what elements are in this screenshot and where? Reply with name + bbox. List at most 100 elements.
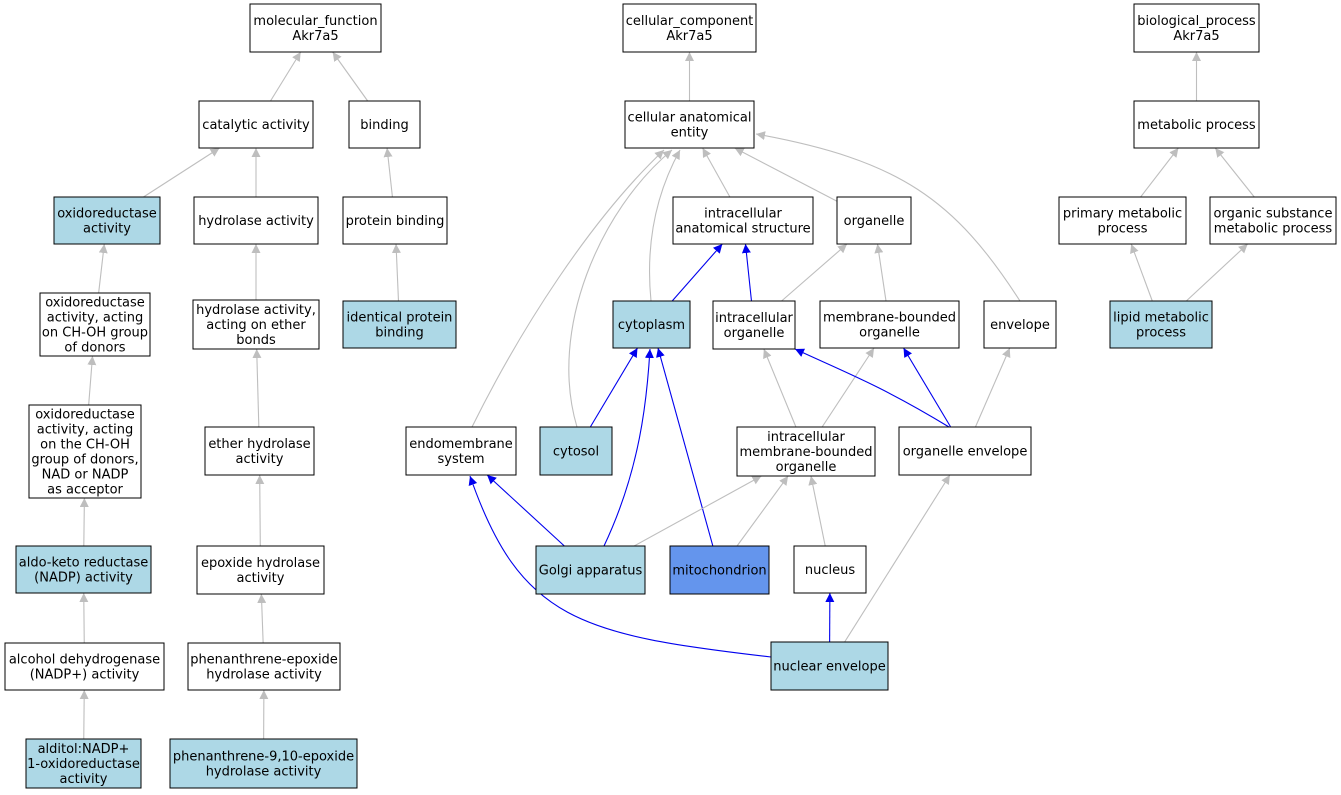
node-label-line: as acceptor bbox=[47, 483, 123, 498]
edge-is-a-imbo-to-mb_org bbox=[821, 347, 875, 428]
node-box bbox=[187, 642, 341, 691]
edge-is-a-ether_hyd-to-hyd_ether bbox=[252, 348, 262, 428]
go-term-node-metabolic[interactable]: metabolic process bbox=[1133, 100, 1260, 149]
node-label-line: hydrolase activity bbox=[198, 214, 314, 229]
edge-part-of-golgi-to-endomembrane bbox=[486, 474, 565, 547]
go-term-node-nucleus[interactable]: nucleus bbox=[793, 545, 867, 594]
node-label-line: cytoplasm bbox=[618, 318, 685, 333]
node-box bbox=[770, 641, 889, 691]
node-box bbox=[898, 426, 1032, 476]
edge-is-a-lipid_met-to-primary_met bbox=[1130, 243, 1153, 302]
edge-part-of-nuc_env-to-endomembrane bbox=[468, 475, 772, 658]
node-label-line: membrane-bounded bbox=[823, 311, 956, 326]
node-label-line: cellular anatomical bbox=[628, 111, 752, 126]
node-label-line: process bbox=[1136, 326, 1186, 341]
go-term-node-alcohol-dh[interactable]: alcohol dehydrogenase(NADP+) activity bbox=[4, 642, 165, 691]
node-label-line: nuclear envelope bbox=[773, 660, 885, 675]
go-term-node-envelope[interactable]: envelope bbox=[983, 300, 1057, 349]
go-term-node-catalytic[interactable]: catalytic activity bbox=[198, 100, 314, 149]
edge-is-a-oxidoreductase-to-catalytic bbox=[143, 147, 220, 198]
node-label-line: Akr7a5 bbox=[1173, 29, 1219, 44]
node-label-line: epoxide hydrolase bbox=[201, 556, 320, 571]
node-label-line: aldo-keto reductase bbox=[19, 556, 149, 571]
node-box bbox=[28, 404, 142, 499]
go-term-node-nuc-env[interactable]: nuclear envelope bbox=[770, 641, 889, 691]
node-box bbox=[1109, 300, 1213, 349]
go-term-node-hydrolase[interactable]: hydrolase activity bbox=[193, 196, 319, 245]
edges-layer bbox=[79, 51, 1255, 740]
go-term-node-aldo-keto[interactable]: aldo-keto reductase(NADP) activity bbox=[15, 545, 152, 594]
node-box bbox=[1133, 3, 1260, 53]
go-term-node-org-env[interactable]: organelle envelope bbox=[898, 426, 1032, 476]
node-box bbox=[622, 3, 757, 53]
edge-is-a-ox_chOH-to-oxidoreductase bbox=[98, 243, 108, 294]
node-box bbox=[1209, 196, 1337, 245]
node-box bbox=[535, 545, 646, 595]
node-box bbox=[1133, 100, 1260, 149]
node-box bbox=[793, 545, 867, 594]
node-box bbox=[4, 642, 165, 691]
node-label-line: catalytic activity bbox=[202, 118, 310, 133]
node-box bbox=[736, 426, 876, 477]
go-term-node-mito[interactable]: mitochondrion bbox=[669, 545, 770, 595]
node-label-line: NAD or NADP bbox=[42, 468, 129, 483]
node-label-line: phenanthrene-9,10-epoxide bbox=[173, 750, 354, 765]
edge-is-a-protein_binding-to-binding bbox=[383, 147, 393, 198]
node-box bbox=[836, 196, 912, 245]
node-label-line: mitochondrion bbox=[672, 564, 766, 579]
go-term-node-golgi[interactable]: Golgi apparatus bbox=[535, 545, 646, 595]
go-term-node-cytoplasm[interactable]: cytoplasm bbox=[612, 300, 691, 349]
node-box bbox=[342, 196, 448, 245]
node-label-line: Akr7a5 bbox=[666, 29, 712, 44]
node-label-line: cellular_component bbox=[626, 14, 754, 29]
go-term-node-organelle[interactable]: organelle bbox=[836, 196, 912, 245]
go-term-node-protein-binding[interactable]: protein binding bbox=[342, 196, 448, 245]
edge-is-a-organelle-to-cae bbox=[734, 147, 838, 202]
node-label-line: (NADP+) activity bbox=[30, 668, 140, 683]
edge-is-a-catalytic-to-mf_root bbox=[270, 51, 302, 102]
node-label-line: activity bbox=[236, 452, 284, 467]
node-label-line: organelle bbox=[724, 326, 785, 341]
edge-is-a-binding-to-mf_root bbox=[332, 51, 369, 102]
node-label-line: hydrolase activity bbox=[206, 668, 322, 683]
edge-is-a-intra_org-to-organelle bbox=[781, 243, 848, 302]
node-label-line: membrane-bounded bbox=[739, 445, 872, 460]
edge-is-a-envelope-to-cae bbox=[755, 131, 1021, 302]
node-label-line: activity, acting bbox=[37, 423, 134, 438]
edge-is-a-nuc_env-to-org_env bbox=[844, 474, 951, 643]
go-term-node-cytosol[interactable]: cytosol bbox=[539, 426, 613, 476]
edge-is-a-golgi-to-imbo bbox=[633, 475, 762, 547]
edge-is-a-nucleus-to-imbo bbox=[808, 475, 826, 547]
node-label-line: oxidoreductase bbox=[45, 296, 145, 311]
node-box bbox=[539, 426, 613, 476]
node-box bbox=[249, 3, 382, 53]
edge-is-a-alcohol_dh-to-aldo_keto bbox=[79, 592, 89, 644]
node-label-line: binding bbox=[375, 326, 423, 341]
go-term-node-binding[interactable]: binding bbox=[348, 100, 421, 149]
node-label-line: biological_process bbox=[1137, 14, 1256, 29]
